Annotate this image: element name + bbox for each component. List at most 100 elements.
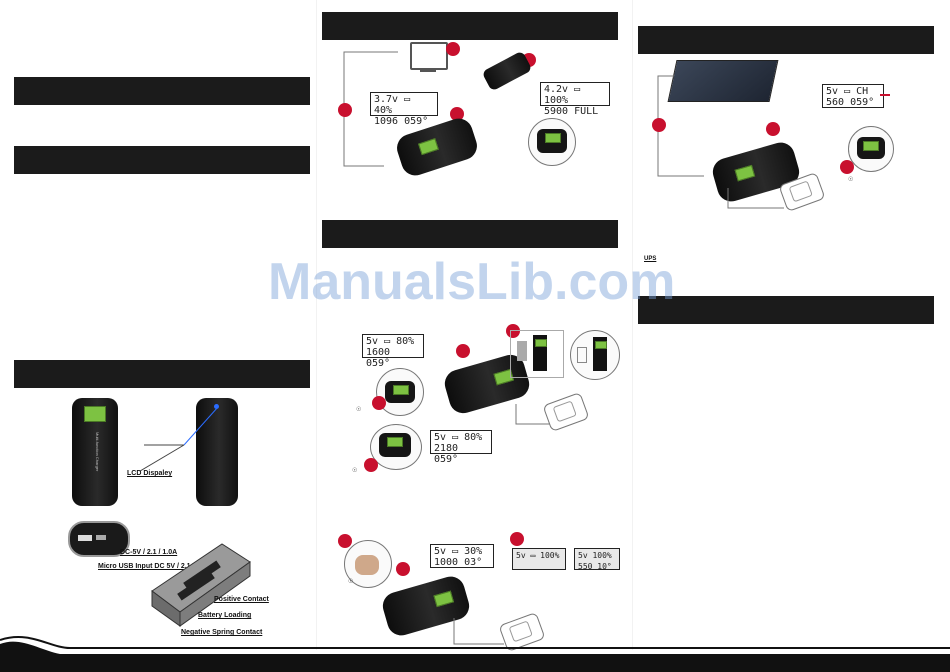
lcd-voltage: 3.7v: [374, 94, 399, 105]
lcd-capacity: 550: [578, 562, 593, 571]
positive-contact-label: Positive Contact: [214, 596, 269, 603]
step-marker: [510, 532, 524, 546]
lcd-screen: [863, 141, 879, 151]
lcd-readout-charging: 3.7v ▭ 40% 1096 059°: [370, 92, 438, 127]
device-mini: [533, 335, 547, 371]
lcd-capacity: 2180: [434, 443, 459, 454]
micro-usb-label: Micro USB Input DC 5V / 2.1A: [98, 563, 196, 570]
panel-divider: [632, 0, 633, 650]
step-marker: [652, 118, 666, 132]
step-marker: [446, 42, 460, 56]
zoom-device: [857, 137, 885, 159]
zoom-circle: [376, 368, 424, 416]
step-marker: [456, 344, 470, 358]
step-marker: [396, 562, 410, 576]
lcd-voltage: 5v: [434, 432, 447, 443]
lcd-screen: [545, 133, 561, 143]
phone-screen: [788, 180, 813, 203]
lcd-readout-output-a: 5v ▭ 80% 1600 059°: [362, 334, 424, 369]
battery-icon: ▭: [574, 84, 581, 95]
zoom-circle: [528, 118, 576, 166]
lcd-display-label: LCD Dispaley: [127, 470, 173, 477]
zoom-device: [385, 381, 415, 403]
lcd-screen: [387, 437, 403, 447]
battery-icon: ▭: [530, 551, 536, 560]
lcd-temperature: 059°: [850, 97, 875, 108]
step-marker: [364, 458, 378, 472]
lcd-screen: [734, 164, 756, 182]
lcd-screen: [393, 385, 409, 395]
battery-icon: ▭: [384, 336, 391, 347]
lcd-status: FULL: [574, 106, 599, 117]
section-header-bar: [638, 26, 934, 54]
press-icon: ☉: [848, 177, 854, 183]
lcd-readout-cell-b: 5v 100% 550 10°: [574, 548, 620, 571]
section-header-bar: [322, 12, 618, 40]
lcd-percent: 80%: [396, 336, 415, 347]
section-header-bar: [14, 146, 310, 174]
cable-line: [515, 404, 550, 425]
cable-line: [453, 618, 504, 645]
lcd-temperature: 059°: [366, 358, 391, 369]
lcd-temperature: 03°: [464, 557, 483, 568]
lcd-percent: 30%: [464, 546, 483, 557]
battery-icon: ▭: [452, 432, 459, 443]
zoom-circle: [344, 540, 392, 588]
lcd-screen: [433, 590, 455, 608]
step-marker: [840, 160, 854, 174]
port-closeup: [68, 521, 130, 557]
lcd-capacity: 560: [826, 97, 845, 108]
lcd-temperature: 059°: [404, 116, 429, 127]
micro-usb-port-icon: [96, 535, 106, 540]
step-marker: [766, 122, 780, 136]
phone-screen: [552, 400, 577, 423]
lcd-voltage: 5v: [826, 86, 839, 97]
lcd-status: CH: [856, 86, 869, 97]
lcd-screen: [84, 406, 106, 422]
press-icon: ☉: [348, 579, 354, 585]
lcd-capacity: 1600: [366, 347, 391, 358]
section-header-bar: [638, 296, 934, 324]
zoom-circle: [570, 330, 620, 380]
watermark: ManualsLib.com: [268, 253, 676, 311]
press-icon: ☉: [356, 407, 362, 413]
lcd-capacity: 1096: [374, 116, 399, 127]
lcd-temperature: 10°: [597, 562, 612, 571]
usb-port-icon: [78, 535, 92, 541]
charging-phone-box: [510, 330, 564, 378]
lcd-readout-cell-a: 5v ▭ 100%: [512, 548, 566, 570]
lcd-screen: [595, 341, 607, 349]
zoom-circle: [848, 126, 894, 172]
lcd-screen: [418, 138, 439, 156]
panel-divider: [316, 0, 317, 650]
lcd-percent: 100%: [540, 551, 560, 560]
zoom-circle: [370, 424, 422, 470]
battery-icon: ▭: [452, 546, 459, 557]
button-icon: [214, 404, 219, 409]
negative-contact-label: Negative Spring Contact: [181, 629, 263, 636]
page-footer-swoosh: [0, 635, 950, 672]
battery-holder-illustration: [151, 543, 251, 627]
lcd-readout-output-c: 5v ▭ 30% 1000 03°: [430, 544, 494, 568]
step-marker: [338, 103, 352, 117]
phone-icon: [517, 341, 527, 361]
battery-loading-label: Battery Loading: [198, 612, 252, 619]
monitor-stand-icon: [420, 68, 436, 72]
lcd-capacity: 1000: [434, 557, 459, 568]
lcd-screen: [535, 339, 547, 347]
arrow-icon: [880, 94, 890, 96]
device-back-view: [196, 398, 238, 506]
zoom-device: [379, 433, 411, 457]
ups-label: UPS: [644, 256, 657, 262]
lcd-voltage: 5v: [516, 551, 526, 560]
lcd-pointer-lines: [140, 406, 219, 472]
phone-icon: [577, 347, 587, 363]
finger-icon: [355, 555, 379, 575]
cable-line: [727, 188, 784, 209]
step-marker: [338, 534, 352, 548]
battery-icon: ▭: [404, 94, 411, 105]
lcd-readout-full: 4.2v ▭ 100% 5900 FULL: [540, 82, 610, 117]
lcd-voltage: 4.2v: [544, 84, 569, 95]
lcd-percent: 40%: [374, 105, 393, 116]
device-front-view: Multi-function Charger: [72, 398, 118, 506]
